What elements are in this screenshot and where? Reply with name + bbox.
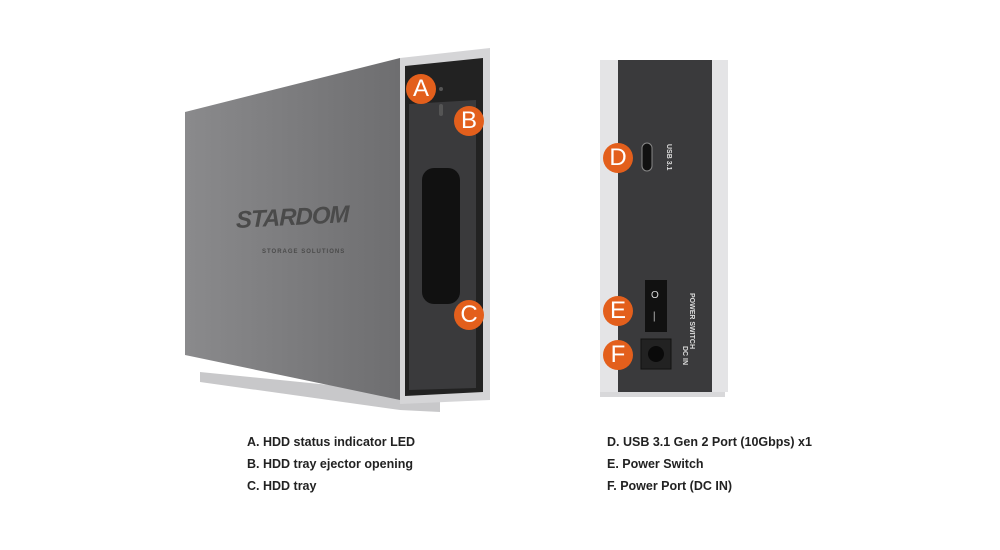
caption-a: A. HDD status indicator LED [247, 435, 416, 449]
switch-on-mark: O [651, 290, 659, 301]
badge-f: F [603, 340, 633, 370]
stardom-logo: STARDOM [236, 201, 349, 234]
caption-f: F. Power Port (DC IN) [607, 479, 733, 493]
power-switch-label: POWER SWITCH [688, 293, 695, 349]
dc-in-label: DC IN [681, 346, 688, 366]
front-stand [200, 372, 440, 412]
usb-c-port [641, 142, 653, 172]
back-panel [618, 60, 712, 392]
caption-d: D. USB 3.1 Gen 2 Port (10Gbps) x1 [607, 435, 812, 449]
ejector-opening [439, 104, 443, 116]
status-led [439, 87, 443, 91]
back-device [600, 60, 728, 397]
badge-c: C [454, 300, 484, 330]
caption-b: B. HDD tray ejector opening [247, 457, 413, 471]
power-switch [645, 280, 667, 332]
caption-c: C. HDD tray [247, 479, 317, 493]
badge-b: B [454, 106, 484, 136]
badge-a: A [406, 74, 436, 104]
switch-off-mark: — [648, 311, 660, 322]
stardom-logo-sub: STORAGE SOLUTIONS [262, 249, 346, 255]
badge-e: E [603, 296, 633, 326]
badge-d: D [603, 143, 633, 173]
front-device [185, 48, 490, 412]
tray-handle-grille [422, 168, 460, 304]
front-side-panel [185, 58, 400, 400]
usb-label: USB 3.1 [665, 144, 672, 171]
caption-e: E. Power Switch [607, 457, 704, 471]
